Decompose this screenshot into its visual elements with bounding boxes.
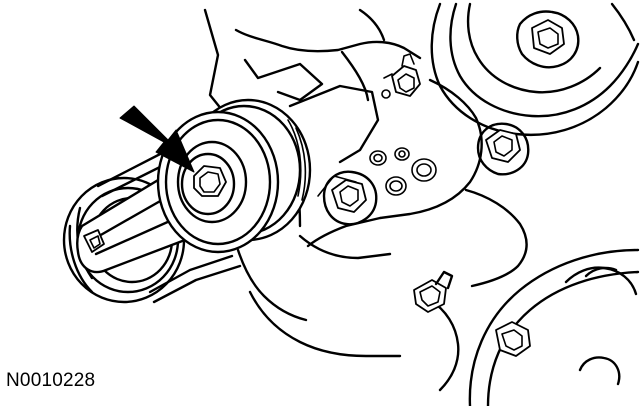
tensioner-bolt [193, 165, 227, 197]
tensioner-pulley [156, 98, 312, 254]
hose-clip [413, 270, 454, 313]
callout-arrow [119, 105, 195, 173]
lower-right-pulley [468, 248, 640, 406]
bolt-right [476, 122, 530, 176]
figure-id-label: N0010228 [6, 370, 96, 391]
bolt-left-lower [322, 170, 378, 226]
bracket-bolts [322, 53, 530, 226]
stud-top [383, 53, 421, 97]
bracket-holes [369, 89, 437, 196]
upper-right-pulley [430, 2, 640, 136]
